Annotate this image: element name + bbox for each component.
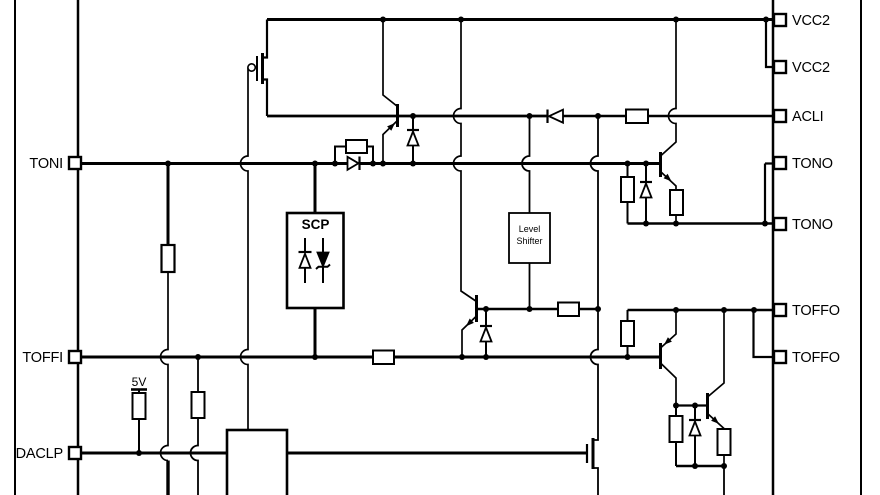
- pin-toffi: [67, 349, 83, 365]
- level-shifter-top-wire: [521, 116, 531, 213]
- scp-diode1-triangle: [298, 251, 312, 269]
- pin-tono-1: [772, 155, 788, 171]
- pin-vcc2-1: [772, 12, 788, 28]
- scp-zener-cathode: [315, 263, 331, 270]
- pnp1-collector-wire: [382, 19, 399, 108]
- node-resistor: [668, 415, 684, 443]
- vcc2-bracket: [764, 19, 774, 69]
- scp-zener-triangle: [316, 251, 330, 269]
- node-diode-triangle: [688, 419, 702, 437]
- frame: [14, 0, 862, 495]
- diode-acli-toni: [406, 116, 420, 164]
- pin-toffo-2: [772, 349, 788, 365]
- acli-mosfet-wire: [589, 116, 599, 441]
- pin-acli: [772, 108, 788, 124]
- pin-toffo-1: [772, 302, 788, 318]
- npn-b-emitter-arrow: [663, 173, 672, 182]
- npn-b-emitter-wire: [659, 170, 677, 190]
- level-shifter-box: [508, 212, 551, 264]
- pin-label-toni: TONI: [29, 156, 63, 172]
- nmos-transistor: [585, 438, 595, 469]
- pin-labels-right: VCC2 VCC2 ACLI TONO TONO TOFFO TOFFO: [792, 13, 840, 366]
- pin-label-acli: ACLI: [792, 109, 823, 125]
- toni-pulldown-resistor: [160, 243, 176, 274]
- toni-series-diode: [345, 139, 368, 172]
- npn-b-emitter-resistor: [669, 189, 684, 216]
- npn-c-emitter-resistor: [716, 428, 732, 456]
- pmos-gate-wire: [239, 67, 249, 430]
- acli-series-components: [546, 108, 649, 125]
- supply-5v-resistor: [131, 392, 147, 420]
- toffo-output-stage: [620, 320, 732, 456]
- pin-label-daclp: DACLP: [16, 446, 63, 462]
- tono-diode-triangle: [639, 181, 653, 199]
- pins-left: [67, 155, 83, 461]
- pnp1-transistor: [387, 104, 399, 131]
- npn-c-emitter-arrow: [711, 416, 719, 424]
- toni-loop-right: [367, 145, 374, 164]
- level-shifter-block: Level Shifter: [508, 212, 551, 264]
- pnp2-emitter-arrow: [664, 337, 672, 345]
- pin-label-toffo-2: TOFFO: [792, 350, 840, 366]
- toni-column-bottom: [159, 272, 169, 462]
- pin-tono-2: [772, 216, 788, 232]
- level-shifter-label-line1: Level: [519, 224, 541, 234]
- tono-output-stage: [620, 152, 684, 216]
- pnp2-collector-wire: [659, 362, 677, 406]
- pin-label-vcc2-2: VCC2: [792, 60, 830, 76]
- scp-label: SCP: [302, 217, 330, 232]
- npn-a-emitter-arrow: [466, 318, 474, 327]
- pin-label-tono-1: TONO: [792, 156, 833, 172]
- pmos-source-wire: [262, 19, 269, 59]
- pin-vcc2-2: [772, 59, 788, 75]
- pin-label-tono-2: TONO: [792, 217, 833, 233]
- pin-label-vcc2-1: VCC2: [792, 13, 830, 29]
- toffo-pullup-resistor: [620, 320, 635, 347]
- pin-toni: [67, 155, 83, 171]
- npn-a-transistor: [466, 295, 478, 327]
- toni-diode-triangle: [346, 155, 361, 172]
- base-drive-resistor: [557, 301, 580, 317]
- supply-5v-label: 5V: [132, 375, 147, 389]
- tono-bracket: [763, 162, 774, 224]
- npn-b-collector-wire: [659, 19, 677, 157]
- level-shifter-label-line2: Shifter: [516, 236, 542, 246]
- toni-parallel-resistor: [345, 139, 368, 154]
- pin-labels-left: TONI TOFFI DACLP: [16, 156, 64, 462]
- toni-loop-left: [334, 145, 346, 164]
- pins-right: [772, 12, 788, 365]
- pmos-inversion-bubble: [247, 62, 257, 72]
- pin-label-toffi: TOFFI: [22, 350, 63, 366]
- acli-diode-triangle: [546, 108, 564, 125]
- mosfet-source-wire: [593, 467, 599, 495]
- supply-5v-branch: 5V: [131, 375, 147, 420]
- toffi-column-bottom: [189, 418, 199, 495]
- diode-base-toffi: [479, 309, 493, 357]
- tono-pulldown-resistor: [620, 176, 635, 203]
- toffi-pulldown-resistor: [190, 391, 206, 419]
- comparator-box: [225, 428, 289, 495]
- pnp1-emitter-arrow: [387, 123, 395, 131]
- toffo-bracket: [752, 310, 774, 359]
- diode-base-toffi-triangle: [479, 325, 493, 343]
- toffi-series-resistor: [372, 349, 395, 365]
- diode-acli-toni-triangle: [406, 129, 420, 147]
- junction-dots: [136, 16, 769, 469]
- pin-label-toffo-1: TOFFO: [792, 303, 840, 319]
- pmos-drain-wire: [262, 78, 269, 116]
- acli-series-resistor: [625, 108, 649, 124]
- npn-a-collector-wire: [452, 19, 477, 303]
- pmos-transistor: [247, 53, 264, 84]
- pin-daclp: [67, 445, 83, 461]
- scp-box: [285, 211, 345, 310]
- scp-block: SCP: [285, 211, 345, 310]
- npn-c-collector-wire: [706, 310, 725, 398]
